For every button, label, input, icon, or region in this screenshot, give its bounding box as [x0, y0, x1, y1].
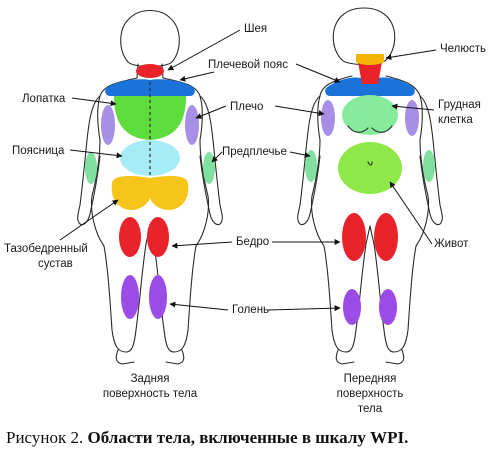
- arrow-lumbar: [69, 149, 123, 159]
- back-hip-region: [111, 176, 189, 210]
- front-left-arm: [297, 95, 321, 226]
- back-shoulder-girdle-region: [105, 79, 195, 96]
- front-chest-region: [342, 95, 398, 135]
- arrow-shoulder-girdle-front: [295, 63, 341, 83]
- front-jaw-region: [356, 54, 384, 65]
- arrow-scapula: [71, 97, 117, 107]
- label-hip-joint-2: сустав: [38, 258, 73, 270]
- back-feet: [115, 349, 185, 365]
- caption-prefix: Рисунок 2.: [6, 428, 88, 447]
- back-left-arm: [77, 95, 101, 226]
- back-figure-title-2: поверхность тела: [103, 388, 198, 400]
- label-shin: Голень: [232, 304, 269, 316]
- arrow-shin-back: [169, 301, 229, 311]
- front-figure-title-3: тела: [358, 403, 383, 415]
- back-shin-left: [121, 275, 139, 319]
- front-breast-lines: [347, 125, 393, 133]
- arrow-forearm-back: [211, 151, 223, 163]
- label-lumbar: Поясница: [12, 145, 65, 157]
- arrow-shoulder-girdle-back: [179, 71, 215, 82]
- front-shoulder-right: [405, 100, 419, 136]
- arrow-shoulder-back: [195, 105, 227, 119]
- arrow-shin-front: [267, 305, 341, 312]
- caption-title: Области тела, включенные в шкалу WPI.: [87, 428, 409, 447]
- back-shoulder-left: [101, 105, 115, 145]
- front-neck-region: [358, 62, 382, 84]
- front-thigh-right: [374, 213, 398, 261]
- label-jaw: Челюсть: [440, 43, 486, 55]
- label-shoulder: Плечо: [230, 101, 263, 113]
- arrow-abdomen: [389, 181, 433, 245]
- front-figure: [297, 7, 443, 365]
- back-thigh-right: [147, 217, 169, 257]
- back-forearm-left: [85, 152, 97, 184]
- front-right-arm: [419, 95, 443, 226]
- back-neck-region: [136, 64, 164, 78]
- front-shoulder-girdle-region: [325, 77, 415, 96]
- front-shoulder-left: [321, 100, 335, 136]
- front-thigh-left: [342, 213, 366, 261]
- front-forearm-left: [305, 150, 317, 182]
- back-shin-right: [149, 275, 167, 319]
- back-right-arm: [199, 95, 223, 226]
- back-lumbar-region: [120, 140, 180, 176]
- front-figure-title-1: Передняя: [344, 373, 397, 385]
- front-torso: [310, 75, 430, 353]
- label-thigh: Бедро: [236, 236, 269, 248]
- arrow-shoulder-front: [274, 105, 325, 117]
- arrow-chest: [391, 103, 435, 111]
- front-shin-left: [343, 289, 361, 325]
- front-shin-right: [379, 289, 397, 325]
- figure-caption: Рисунок 2. Области тела, включенные в шк…: [6, 428, 496, 448]
- front-navel: [367, 161, 373, 166]
- back-forearm-right: [203, 152, 215, 184]
- arrow-thigh-back: [171, 241, 233, 249]
- front-feet: [335, 349, 405, 365]
- label-chest-2: клетка: [438, 114, 473, 126]
- arrow-hip-joint: [59, 199, 119, 241]
- arrow-forearm-front: [289, 151, 311, 158]
- label-scapula: Лопатка: [22, 93, 66, 105]
- front-forearm-right: [423, 150, 435, 182]
- label-neck: Шея: [244, 23, 267, 35]
- back-shoulder-right: [185, 105, 199, 145]
- label-chest-1: Грудная: [438, 99, 481, 111]
- label-abdomen: Живот: [434, 238, 469, 250]
- label-forearm: Предплечье: [222, 146, 287, 158]
- back-figure: [77, 9, 223, 365]
- arrow-jaw: [385, 49, 437, 61]
- leader-arrows: [59, 29, 437, 312]
- label-hip-joint-1: Тазобедренный: [4, 243, 88, 255]
- back-thigh-left: [119, 217, 141, 257]
- front-figure-title-2: поверхность: [337, 388, 404, 400]
- arrow-neck: [167, 29, 241, 71]
- back-head: [120, 9, 180, 68]
- front-abdomen-region: [338, 142, 402, 194]
- label-shoulder-girdle: Плечевой пояс: [208, 59, 288, 71]
- back-figure-title-1: Задняя: [131, 373, 170, 385]
